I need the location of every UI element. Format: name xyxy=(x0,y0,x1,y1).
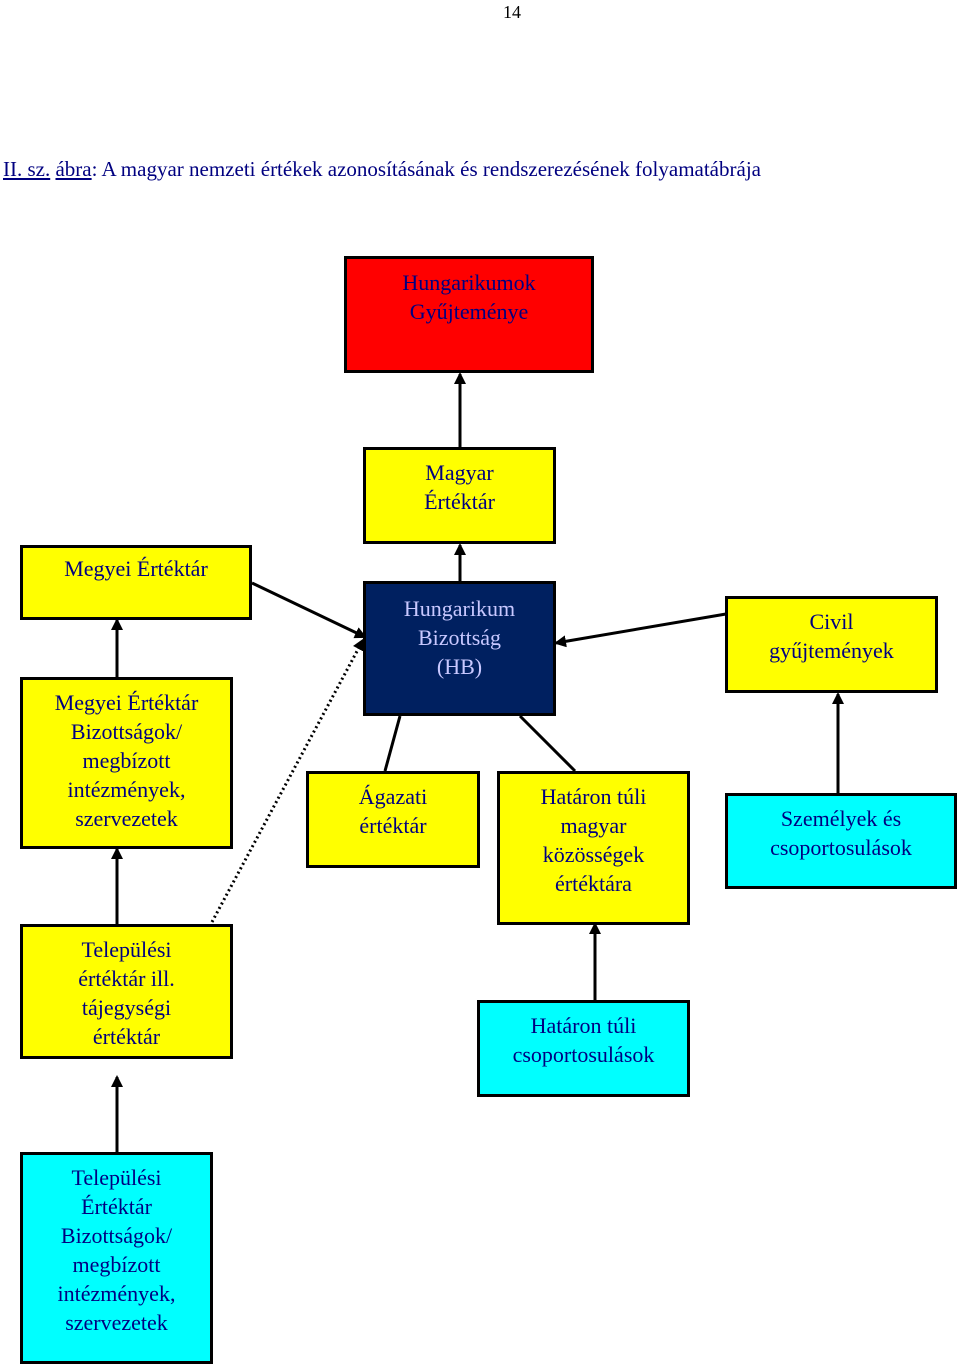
line-hataron-to-hb xyxy=(518,714,577,773)
hataron-tuli-csoportosulasok-box: Határon túli csoportosulások xyxy=(477,1000,690,1097)
arrow-civil-to-hb xyxy=(554,612,727,648)
megyei-ertektar-box: Megyei Értéktár xyxy=(20,545,252,620)
telepulesi-ertektar-box: Települési értéktár ill. tájegységi érté… xyxy=(20,924,233,1059)
hungarikum-bizottsag-box: Hungarikum Bizottság (HB) xyxy=(363,581,556,716)
telepulesi-ertektar-bizottsagok-box: Települési Értéktár Bizottságok/ megbízo… xyxy=(20,1152,213,1364)
megyei-ertektar-bizottsagok-box: Megyei Értéktár Bizottságok/ megbízott i… xyxy=(20,677,233,849)
dotted-telepulesi-to-hb xyxy=(210,638,365,923)
szemelyek-es-csoportosulasok-box: Személyek és csoportosulások xyxy=(725,793,957,889)
hungarikumok-gyujtemenye-box: Hungarikumok Gyűjteménye xyxy=(344,256,594,373)
caption-abra: ábra xyxy=(55,157,92,181)
hungarikum-bizottsag-label: Hungarikum Bizottság (HB) xyxy=(403,596,516,679)
caption-text: : A magyar nemzeti értékek azonosításána… xyxy=(91,157,761,181)
caption-label: II. sz. xyxy=(3,157,51,181)
civil-gyujtemenyek-box: Civil gyűjtemények xyxy=(725,596,938,693)
arrow-megyei-to-hb xyxy=(251,581,367,639)
line-agazati-to-hb xyxy=(383,715,402,772)
page-number: 14 xyxy=(503,2,521,22)
figure-caption: II. sz. ábra: A magyar nemzeti értékek a… xyxy=(3,157,761,182)
magyar-ertektar-box: Magyar Értéktár xyxy=(363,447,556,544)
agazati-ertektar-box: Ágazati értéktár xyxy=(306,771,480,868)
hataron-tuli-kozossegek-ertektara-box: Határon túli magyar közösségek értéktára xyxy=(497,771,690,925)
